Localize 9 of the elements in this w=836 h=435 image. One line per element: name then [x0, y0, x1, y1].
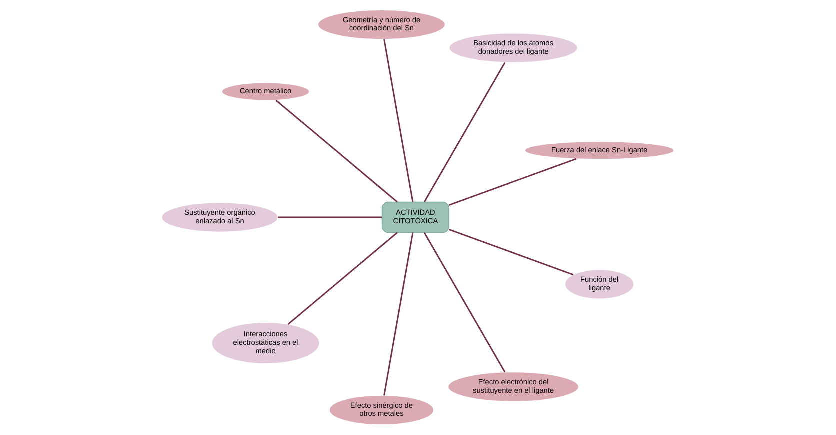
connector	[448, 229, 574, 276]
connector	[384, 39, 414, 202]
connector	[384, 232, 414, 396]
connector	[424, 62, 506, 203]
connector	[278, 216, 382, 218]
connector	[448, 158, 577, 206]
connector	[276, 100, 398, 203]
connector	[288, 232, 398, 326]
connector	[424, 232, 506, 373]
